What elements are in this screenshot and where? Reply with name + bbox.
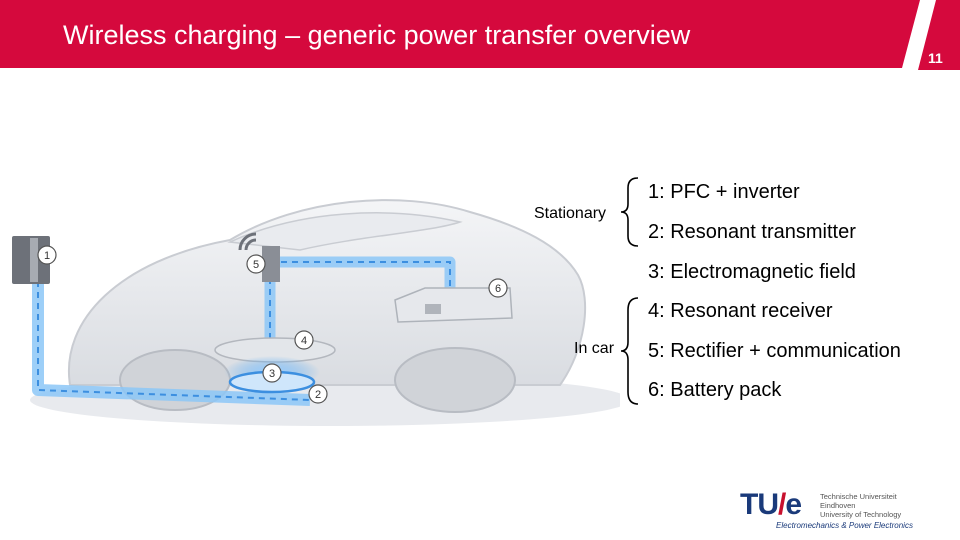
marker-3: 3 (262, 363, 282, 383)
in-car-label: In car (574, 340, 615, 357)
logo-line-2: Eindhoven (820, 501, 856, 510)
component-item-4: 4: Resonant receiver (648, 300, 833, 322)
car-wireless-charging-illustration: 1 2 3 4 5 6 (12, 199, 620, 426)
in-car-brace (620, 297, 639, 405)
marker-4: 4 (294, 330, 314, 350)
logo-line-3: University of Technology (820, 510, 902, 519)
stationary-label: Stationary (534, 205, 607, 222)
stationary-brace (620, 177, 639, 247)
marker-5: 5 (246, 254, 266, 274)
component-item-1: 1: PFC + inverter (648, 181, 800, 203)
battery-pack (394, 287, 513, 323)
page-number: 11 (928, 50, 943, 66)
marker-2: 2 (308, 384, 328, 404)
component-item-2: 2: Resonant transmitter (648, 221, 856, 243)
svg-text:3: 3 (269, 368, 275, 380)
marker-6: 6 (488, 278, 508, 298)
signal-icon (238, 232, 257, 251)
component-item-3: 3: Electromagnetic field (648, 261, 856, 283)
tue-logo: TU/e Technische Universiteit Eindhoven U… (736, 484, 916, 534)
component-item-5: 5: Rectifier + communication (648, 340, 901, 362)
title-bar (0, 0, 960, 70)
logo-department: Electromechanics & Power Electronics (776, 521, 913, 530)
svg-text:5: 5 (253, 259, 259, 271)
logo-mark: TU/e (740, 488, 802, 521)
svg-text:6: 6 (495, 283, 501, 295)
svg-text:4: 4 (301, 335, 307, 347)
logo-line-1: Technische Universiteit (820, 492, 897, 501)
car-body (67, 199, 587, 386)
svg-text:1: 1 (44, 250, 50, 262)
page-title: Wireless charging – generic power transf… (63, 20, 691, 50)
rectifier-box (262, 246, 280, 282)
svg-text:2: 2 (315, 389, 321, 401)
component-item-6: 6: Battery pack (648, 379, 782, 401)
marker-1: 1 (37, 245, 57, 265)
